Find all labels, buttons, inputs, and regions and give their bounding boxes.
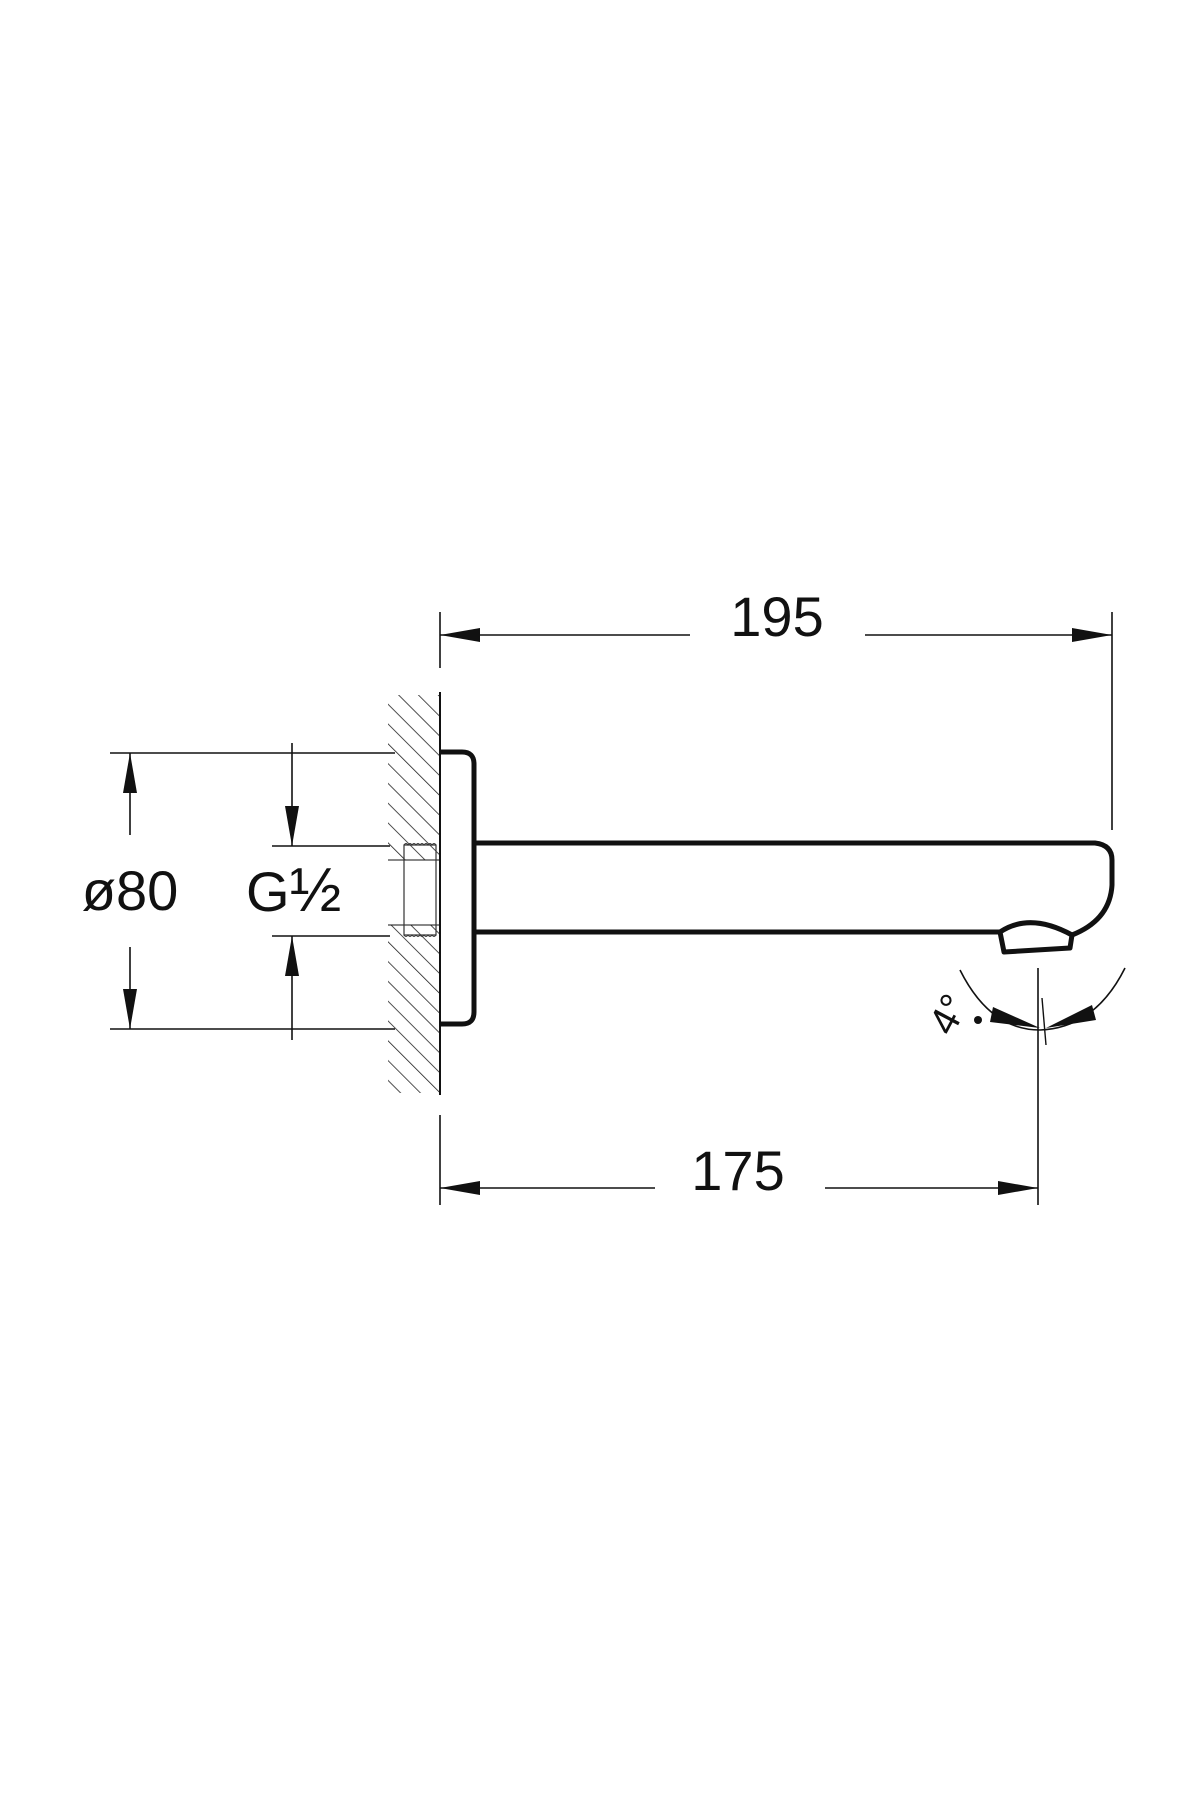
dimension-outlet-angle: 4° <box>921 967 1126 1046</box>
dimension-label-175: 175 <box>691 1139 784 1202</box>
dimension-flange-diameter: ø80 <box>82 752 395 1030</box>
thread-connection <box>403 843 437 937</box>
dimension-label-195: 195 <box>730 585 823 648</box>
dimension-label-thread: G½ <box>246 856 341 925</box>
spout-body <box>474 840 1115 938</box>
flange <box>440 749 477 1027</box>
dimension-label-diameter: ø80 <box>82 859 179 922</box>
wall-section <box>388 692 441 1095</box>
aerator-outlet <box>997 920 1075 955</box>
dimension-label-angle: 4° <box>921 987 978 1041</box>
thread-fraction: ½ <box>290 856 342 925</box>
thread-letter: G <box>246 860 290 923</box>
dimension-overall-length: 195 <box>439 585 1113 830</box>
dimension-thread-size: G½ <box>246 743 390 1040</box>
dimension-outlet-projection: 175 <box>439 968 1039 1205</box>
